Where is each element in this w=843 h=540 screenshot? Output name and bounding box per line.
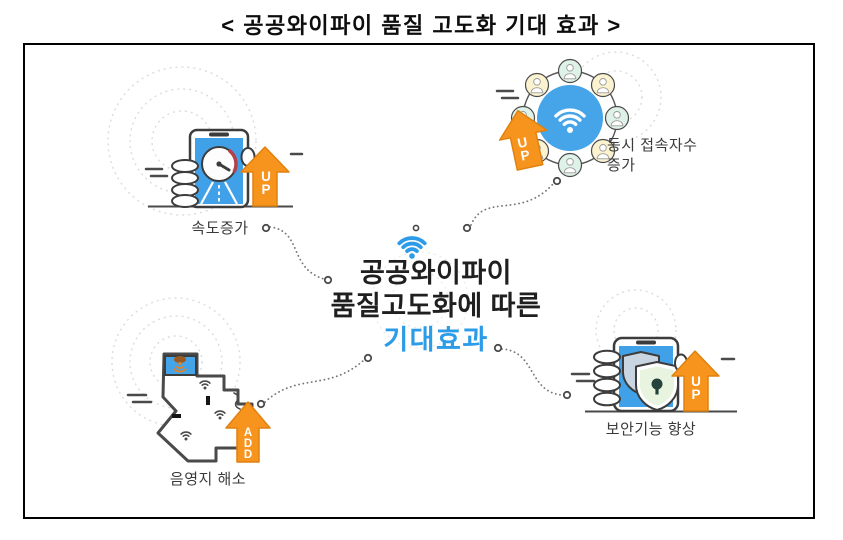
speed-increase-label: 속도증가 <box>191 220 249 237</box>
connector-concurrent <box>462 176 562 233</box>
center-line2: 품질고도화에 따른 <box>330 291 542 321</box>
ripple-circles-bottom-right <box>595 289 677 371</box>
map-wifi-icon <box>199 380 211 390</box>
avatar <box>590 138 616 164</box>
connector-ring <box>462 223 472 233</box>
security-up-badge: U P <box>691 374 701 402</box>
router-wifi-icon <box>173 361 187 373</box>
squiggle <box>233 392 241 410</box>
map-wifi-icon <box>180 431 192 441</box>
keyhole-icon <box>651 378 663 390</box>
keyhole-stem <box>655 387 659 395</box>
avatar <box>590 72 616 98</box>
decorative-ring <box>412 224 420 232</box>
coverage-gap-label: 음영지 해소 <box>169 471 247 488</box>
ripple-circles-center <box>371 251 469 349</box>
connector-ring <box>256 399 266 409</box>
road-graphic <box>200 181 238 205</box>
map-wifi-icon <box>214 410 226 420</box>
center-line1: 공공와이파이 <box>359 258 513 288</box>
phone-notch <box>209 132 229 137</box>
connector-security <box>493 343 572 400</box>
floorplan-wifi-map-icon <box>126 352 271 463</box>
diagram-frame <box>23 43 815 519</box>
security-improve-label: 보안기능 향상 <box>605 421 697 438</box>
up-arrow <box>498 109 548 171</box>
avatar <box>524 72 550 98</box>
speed-up-badge: U P <box>261 169 271 197</box>
hand-fingers <box>593 349 621 407</box>
router-icon <box>174 356 186 363</box>
speedometer-phone-icon <box>144 128 304 209</box>
up-arrow <box>240 146 290 207</box>
coverage-add-badge: A D D <box>243 427 253 461</box>
connector-ring <box>562 390 572 400</box>
connector-ring <box>261 223 271 233</box>
add-arrow <box>225 401 271 463</box>
router-room <box>164 355 197 376</box>
door-mark <box>172 414 181 418</box>
door-mark <box>206 396 210 405</box>
concurrent-users-label: 동시 접속자수 증가 <box>607 137 698 174</box>
hand-fingers <box>171 159 199 208</box>
connector-ring <box>323 275 333 285</box>
connector-speed <box>261 223 333 285</box>
diagram-title: < 공공와이파이 품질 고도화 기대 효과 > <box>221 13 622 38</box>
avatar <box>557 58 583 84</box>
shield-lock-phone-icon <box>570 336 737 413</box>
connector-ring <box>552 176 562 186</box>
wifi-icon-center <box>397 236 427 259</box>
wifi-icon-white <box>554 108 586 133</box>
phone-notch <box>636 340 656 345</box>
connector-ring <box>363 353 373 363</box>
connector-ring <box>493 343 503 353</box>
avatar <box>604 105 630 131</box>
wifi-hub-circle <box>537 85 603 151</box>
gauge-red-arc <box>228 149 238 173</box>
avatar <box>557 152 583 178</box>
center-text-block: 공공와이파이 품질고도화에 따른 기대효과 <box>286 257 586 357</box>
up-arrow <box>671 350 720 412</box>
ripple-circles-top-right <box>570 51 662 143</box>
gauge-hub <box>216 161 222 167</box>
users-around-wifi-icon <box>495 58 630 178</box>
connector-coverage <box>256 353 373 409</box>
center-line3-accent: 기대효과 <box>383 325 489 355</box>
